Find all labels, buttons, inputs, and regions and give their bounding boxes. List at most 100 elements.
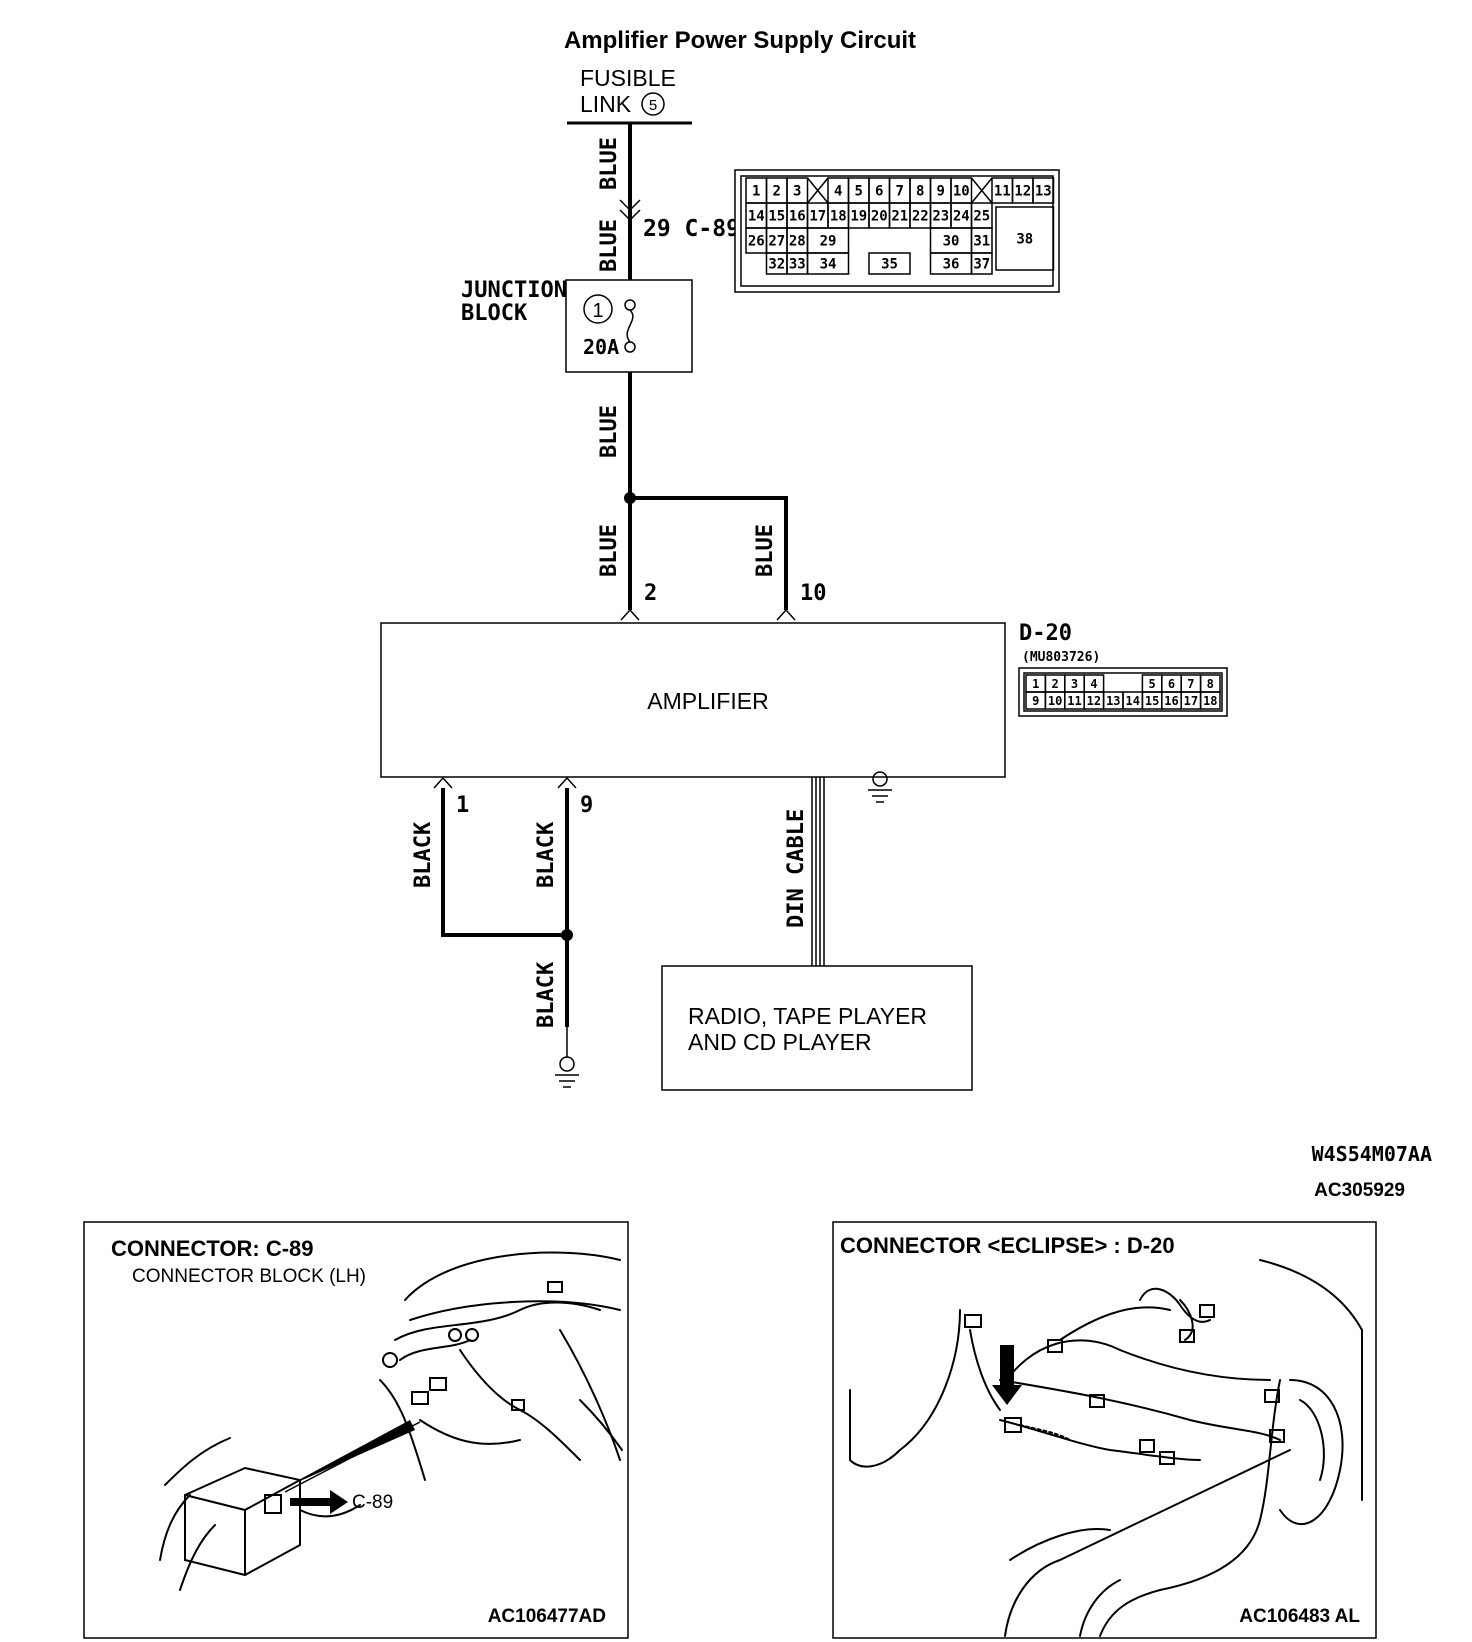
c89-pin-number: 13 bbox=[1035, 184, 1052, 200]
d20-pin-number: 10 bbox=[1048, 694, 1062, 708]
amp-pin-1: 1 bbox=[456, 793, 469, 818]
blank-cavity-mark bbox=[806, 177, 829, 204]
din-cable bbox=[811, 777, 825, 966]
wire-label-blue: BLUE bbox=[597, 219, 622, 272]
d20-pin-number: 4 bbox=[1090, 677, 1097, 691]
pin-1-symbol bbox=[433, 776, 453, 789]
wire-label-blue: BLUE bbox=[597, 524, 622, 577]
diagram-title: Amplifier Power Supply Circuit bbox=[564, 27, 916, 54]
wire-label-black: BLACK bbox=[534, 961, 559, 1028]
c89-pin-number: 4 bbox=[834, 184, 842, 200]
amp-pin-9: 9 bbox=[580, 793, 593, 818]
wire-blue-branch bbox=[630, 496, 788, 610]
wire-black-1 bbox=[441, 788, 567, 937]
c89-pin-number: 8 bbox=[916, 184, 924, 200]
c89-pin-number: 5 bbox=[855, 184, 863, 200]
c89-pin-number: 23 bbox=[932, 209, 949, 225]
c89-pin-number: 31 bbox=[973, 234, 990, 250]
c89-pin-number: 1 bbox=[752, 184, 760, 200]
wire-label-black: BLACK bbox=[411, 821, 436, 888]
radio-label: RADIO, TAPE PLAYER bbox=[688, 1003, 927, 1029]
c89-pin-number: 6 bbox=[875, 184, 883, 200]
panel-c89-code: AC106477AD bbox=[488, 1606, 606, 1627]
c89-pin-number: 10 bbox=[953, 184, 970, 200]
fuse-terminal bbox=[624, 341, 636, 353]
c89-pin-number: 25 bbox=[973, 209, 990, 225]
c89-pin-number: 33 bbox=[789, 257, 806, 273]
c89-pin-number: 14 bbox=[748, 209, 765, 225]
c89-pin-number: 35 bbox=[881, 257, 898, 273]
d20-label: D-20 bbox=[1019, 621, 1072, 646]
c89-pin-number: 36 bbox=[943, 257, 960, 273]
c89-pin-number: 26 bbox=[748, 234, 765, 250]
c89-cell bbox=[806, 252, 850, 275]
c89-pin-number: 22 bbox=[912, 209, 929, 225]
fuse-number-circle bbox=[583, 294, 613, 324]
dashboard-illustration bbox=[159, 1251, 623, 1591]
ground-icon bbox=[868, 771, 892, 803]
c89-pin-number: 18 bbox=[830, 209, 847, 225]
c89-pin-number: 17 bbox=[809, 209, 826, 225]
c89-pin-number: 32 bbox=[768, 257, 785, 273]
radio-box bbox=[661, 965, 973, 1091]
c89-cell bbox=[1032, 177, 1055, 204]
connector-d20-panel bbox=[832, 1221, 1377, 1639]
d20-pin-number: 5 bbox=[1148, 677, 1155, 691]
c89-pin-number: 30 bbox=[943, 234, 960, 250]
panel-c89-title: CONNECTOR: C-89 bbox=[111, 1236, 314, 1261]
wire-label-blue: BLUE bbox=[597, 137, 622, 190]
c89-callout: C-89 bbox=[352, 1492, 393, 1513]
d20-pin-number: 13 bbox=[1106, 694, 1120, 708]
pin-10-symbol bbox=[776, 608, 796, 621]
splice-point bbox=[561, 929, 573, 941]
wire-label-blue: BLUE bbox=[753, 524, 778, 577]
c89-pin-number: 27 bbox=[768, 234, 785, 250]
junction-block-label-2: BLOCK bbox=[461, 301, 528, 326]
d20-pin-number: 3 bbox=[1071, 677, 1078, 691]
d20-pin-number: 6 bbox=[1168, 677, 1175, 691]
c89-cell bbox=[970, 252, 993, 275]
fuse-rating: 20A bbox=[583, 335, 619, 359]
d20-pin-number: 12 bbox=[1087, 694, 1101, 708]
wire-label-black: BLACK bbox=[534, 821, 559, 888]
d20-pin-number: 11 bbox=[1067, 694, 1081, 708]
c89-pin-number: 12 bbox=[1014, 184, 1031, 200]
c89-pin-number: 3 bbox=[793, 184, 801, 200]
c89-pin-number: 9 bbox=[937, 184, 945, 200]
c89-pin-number: 24 bbox=[953, 209, 970, 225]
wire-label-blue: BLUE bbox=[597, 405, 622, 458]
connector-c89-symbol bbox=[619, 199, 641, 222]
c89-pin-number: 7 bbox=[896, 184, 904, 200]
c89-pin-number: 2 bbox=[773, 184, 781, 200]
c89-pin-number: 16 bbox=[789, 209, 806, 225]
panel-d20-code: AC106483 AL bbox=[1239, 1606, 1360, 1627]
amp-pin-2: 2 bbox=[644, 581, 657, 606]
c89-pin-number: 20 bbox=[871, 209, 888, 225]
c89-pin-label: 29 C-89 bbox=[643, 216, 740, 242]
junction-block-label: JUNCTION bbox=[461, 278, 567, 303]
d20-pin-number: 16 bbox=[1164, 694, 1178, 708]
din-cable-label: DIN CABLE bbox=[784, 809, 809, 928]
d20-pin-number: 7 bbox=[1187, 677, 1194, 691]
figure-code: AC305929 bbox=[1314, 1180, 1405, 1201]
fuse-number: 1 bbox=[592, 300, 603, 322]
d20-part-number: (MU803726) bbox=[1022, 650, 1100, 665]
c89-pin-number: 38 bbox=[1016, 232, 1033, 248]
d20-pin-number: 1 bbox=[1032, 677, 1039, 691]
d20-pin-number: 18 bbox=[1203, 694, 1217, 708]
c89-pin-number: 37 bbox=[973, 257, 990, 273]
c89-cell bbox=[868, 252, 911, 275]
fusible-link-label: FUSIBLE bbox=[580, 65, 676, 91]
fusible-link-label-2: LINK bbox=[580, 91, 632, 117]
diagram-code: W4S54M07AA bbox=[1312, 1142, 1432, 1166]
blank-cavity-mark bbox=[970, 177, 993, 204]
pin-2-symbol bbox=[620, 608, 640, 621]
c89-pin-number: 34 bbox=[820, 257, 837, 273]
panel-d20-title: CONNECTOR <ECLIPSE> : D-20 bbox=[840, 1233, 1175, 1258]
c89-pin-number: 15 bbox=[768, 209, 785, 225]
fusible-link-number-circle bbox=[641, 92, 665, 116]
pin-9-symbol bbox=[557, 776, 577, 789]
